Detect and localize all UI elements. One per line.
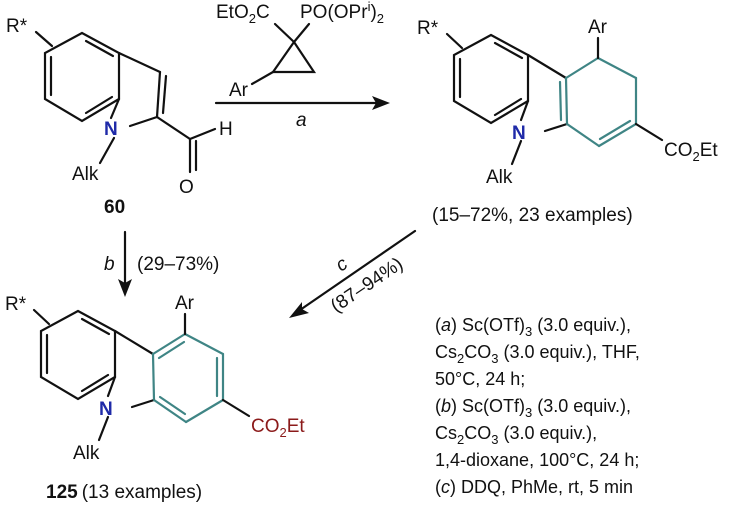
dihydrocarbazole-ar-label: Ar [588, 17, 608, 38]
condition-b-line-2: Cs2CO3 (3.0 equiv.), [435, 423, 597, 447]
compound-60-o-label: O [179, 177, 194, 198]
condition-a-line-3: 50°C, 24 h; [435, 369, 525, 389]
compound-60-structure: R* N Alk H O [6, 16, 233, 198]
condition-b-line-1: (b) Sc(OTf)3 (3.0 equiv.), [435, 396, 631, 420]
compound-60-n-label: N [104, 119, 118, 140]
arrow-b [118, 230, 132, 297]
reagent-ar-label: Ar [229, 80, 249, 101]
compound-125-n-label: N [99, 399, 113, 420]
compound-125-r-label: R* [5, 294, 27, 315]
dihydrocarbazole-ester-label: CO2Et [664, 140, 718, 164]
compound-60-r-label: R* [6, 16, 28, 37]
compound-60-id: 60 [104, 197, 125, 218]
condition-b-line-3: 1,4-dioxane, 100°C, 24 h; [435, 450, 639, 470]
arrow-b-yield: (29–73%) [137, 254, 219, 275]
dihydrocarbazole-r-label: R* [417, 18, 439, 39]
arrow-a [214, 96, 390, 110]
arrow-a-label: a [296, 110, 307, 131]
compound-60-alk-label: Alk [72, 164, 99, 185]
arrow-b-label: b [104, 254, 115, 275]
condition-a-line-1: (a) Sc(OTf)3 (3.0 equiv.), [435, 315, 631, 339]
compound-125-ar-label: Ar [175, 293, 195, 314]
condition-a-line-2: Cs2CO3 (3.0 equiv.), THF, [435, 342, 640, 366]
compound-60-h-label: H [219, 119, 233, 140]
compound-125-caption: 125(13 examples) [46, 482, 202, 503]
reagent-phosphonate-label: PO(OPri)2 [300, 0, 384, 26]
dihydrocarbazole-alk-label: Alk [486, 167, 513, 188]
reagent-ester-label: EtO2C [216, 2, 270, 26]
arrow-c-label: c [332, 253, 352, 276]
dihydrocarbazole-yield: (15–72%, 23 examples) [432, 205, 633, 226]
dihydrocarbazole-n-label: N [512, 123, 526, 144]
condition-c-line-1: (c) DDQ, PhMe, rt, 5 min [435, 477, 633, 497]
dihydrocarbazole-structure: R* Ar N Alk CO2Et [417, 17, 718, 188]
compound-125-alk-label: Alk [73, 443, 100, 464]
arrow-c [289, 229, 417, 318]
reaction-conditions: (a) Sc(OTf)3 (3.0 equiv.), Cs2CO3 (3.0 e… [435, 315, 640, 497]
compound-125-structure: R* Ar N Alk CO2Et [5, 293, 305, 464]
compound-125-ester-label: CO2Et [251, 416, 305, 440]
cyclopropane-reagent: EtO2C PO(OPri)2 Ar [216, 0, 384, 101]
